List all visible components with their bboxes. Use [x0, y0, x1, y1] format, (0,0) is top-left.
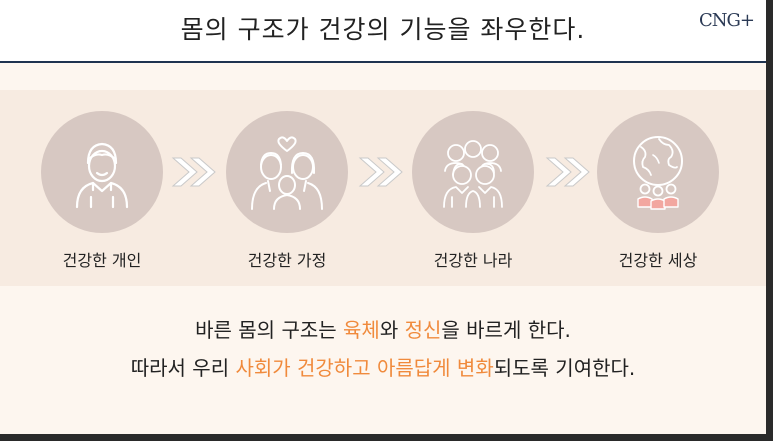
stage-label-world: 건강한 세상 — [618, 251, 698, 270]
family-icon — [226, 111, 348, 233]
statement-line-1: 바른 몸의 구조는 육체와 정신을 바르게 한다. — [0, 314, 766, 343]
statement-line-1-part-a: 바른 몸의 구조는 — [195, 318, 343, 342]
statement-line-2-part-a: 따라서 우리 — [130, 356, 236, 380]
window-edge-right — [766, 0, 773, 441]
highlight-body: 육체 — [343, 318, 380, 342]
chevron-right-icon — [171, 157, 216, 187]
globe-people-icon — [597, 111, 719, 233]
chevron-right-icon — [545, 157, 590, 187]
stage-label-family: 건강한 가정 — [247, 251, 327, 270]
individual-icon — [41, 111, 163, 233]
slide: 몸의 구조가 건강의 기능을 좌우한다. CNG+ 건강한 개인 — [0, 0, 766, 434]
slide-title: 몸의 구조가 건강의 기능을 좌우한다. — [180, 15, 586, 44]
statement-line-2-part-c: 되도록 기여한다. — [493, 356, 636, 380]
stage-label-individual: 건강한 개인 — [62, 251, 142, 270]
highlight-society-change: 사회가 건강하고 아름답게 변화 — [235, 356, 494, 380]
window-edge-bottom — [0, 434, 773, 441]
header: 몸의 구조가 건강의 기능을 좌우한다. CNG+ — [0, 0, 766, 62]
statement-line-1-part-c: 와 — [379, 318, 405, 342]
statement-line-1-part-e: 을 바르게 한다. — [441, 318, 571, 342]
chevron-right-icon — [358, 157, 403, 187]
highlight-mind: 정신 — [404, 318, 442, 342]
stage-label-nation: 건강한 나라 — [433, 251, 513, 270]
statement-line-2: 따라서 우리 사회가 건강하고 아름답게 변화되도록 기여한다. — [0, 352, 766, 381]
header-divider — [0, 61, 766, 63]
brand-logo: CNG+ — [699, 10, 755, 31]
crowd-icon — [412, 111, 534, 233]
